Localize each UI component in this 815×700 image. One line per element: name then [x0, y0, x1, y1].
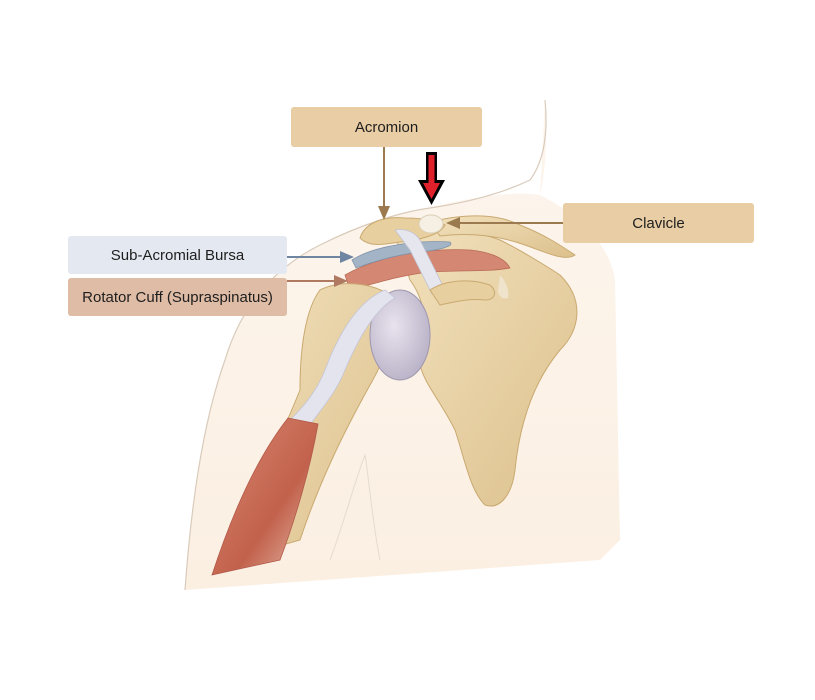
leader-lines [287, 147, 563, 287]
rotator-cuff-label-text: Rotator Cuff (Supraspinatus) [82, 288, 273, 306]
acromion-arrowhead-icon [378, 206, 390, 220]
clavicle-label-text: Clavicle [632, 214, 685, 232]
red-down-arrow-icon [418, 152, 445, 205]
acromion-label-text: Acromion [354, 118, 419, 136]
subacromial-bursa [351, 241, 452, 269]
ac-joint [418, 214, 444, 234]
coracoid-process [429, 275, 509, 306]
rotator-cuff-label: Rotator Cuff (Supraspinatus) [68, 278, 287, 316]
clavicle-bone [429, 215, 576, 258]
biceps [211, 289, 396, 576]
acromion-label: Acromion [291, 107, 482, 147]
cuff-arrowhead-icon [334, 275, 348, 287]
humeral-head [369, 289, 431, 381]
bursa-arrowhead-icon [340, 251, 354, 263]
subacromial-bursa-label: Sub-Acromial Bursa [68, 236, 287, 274]
clavicle-label: Clavicle [563, 203, 754, 243]
subacromial-bursa-label-text: Sub-Acromial Bursa [110, 246, 245, 264]
clavicle-arrowhead-icon [446, 217, 460, 229]
